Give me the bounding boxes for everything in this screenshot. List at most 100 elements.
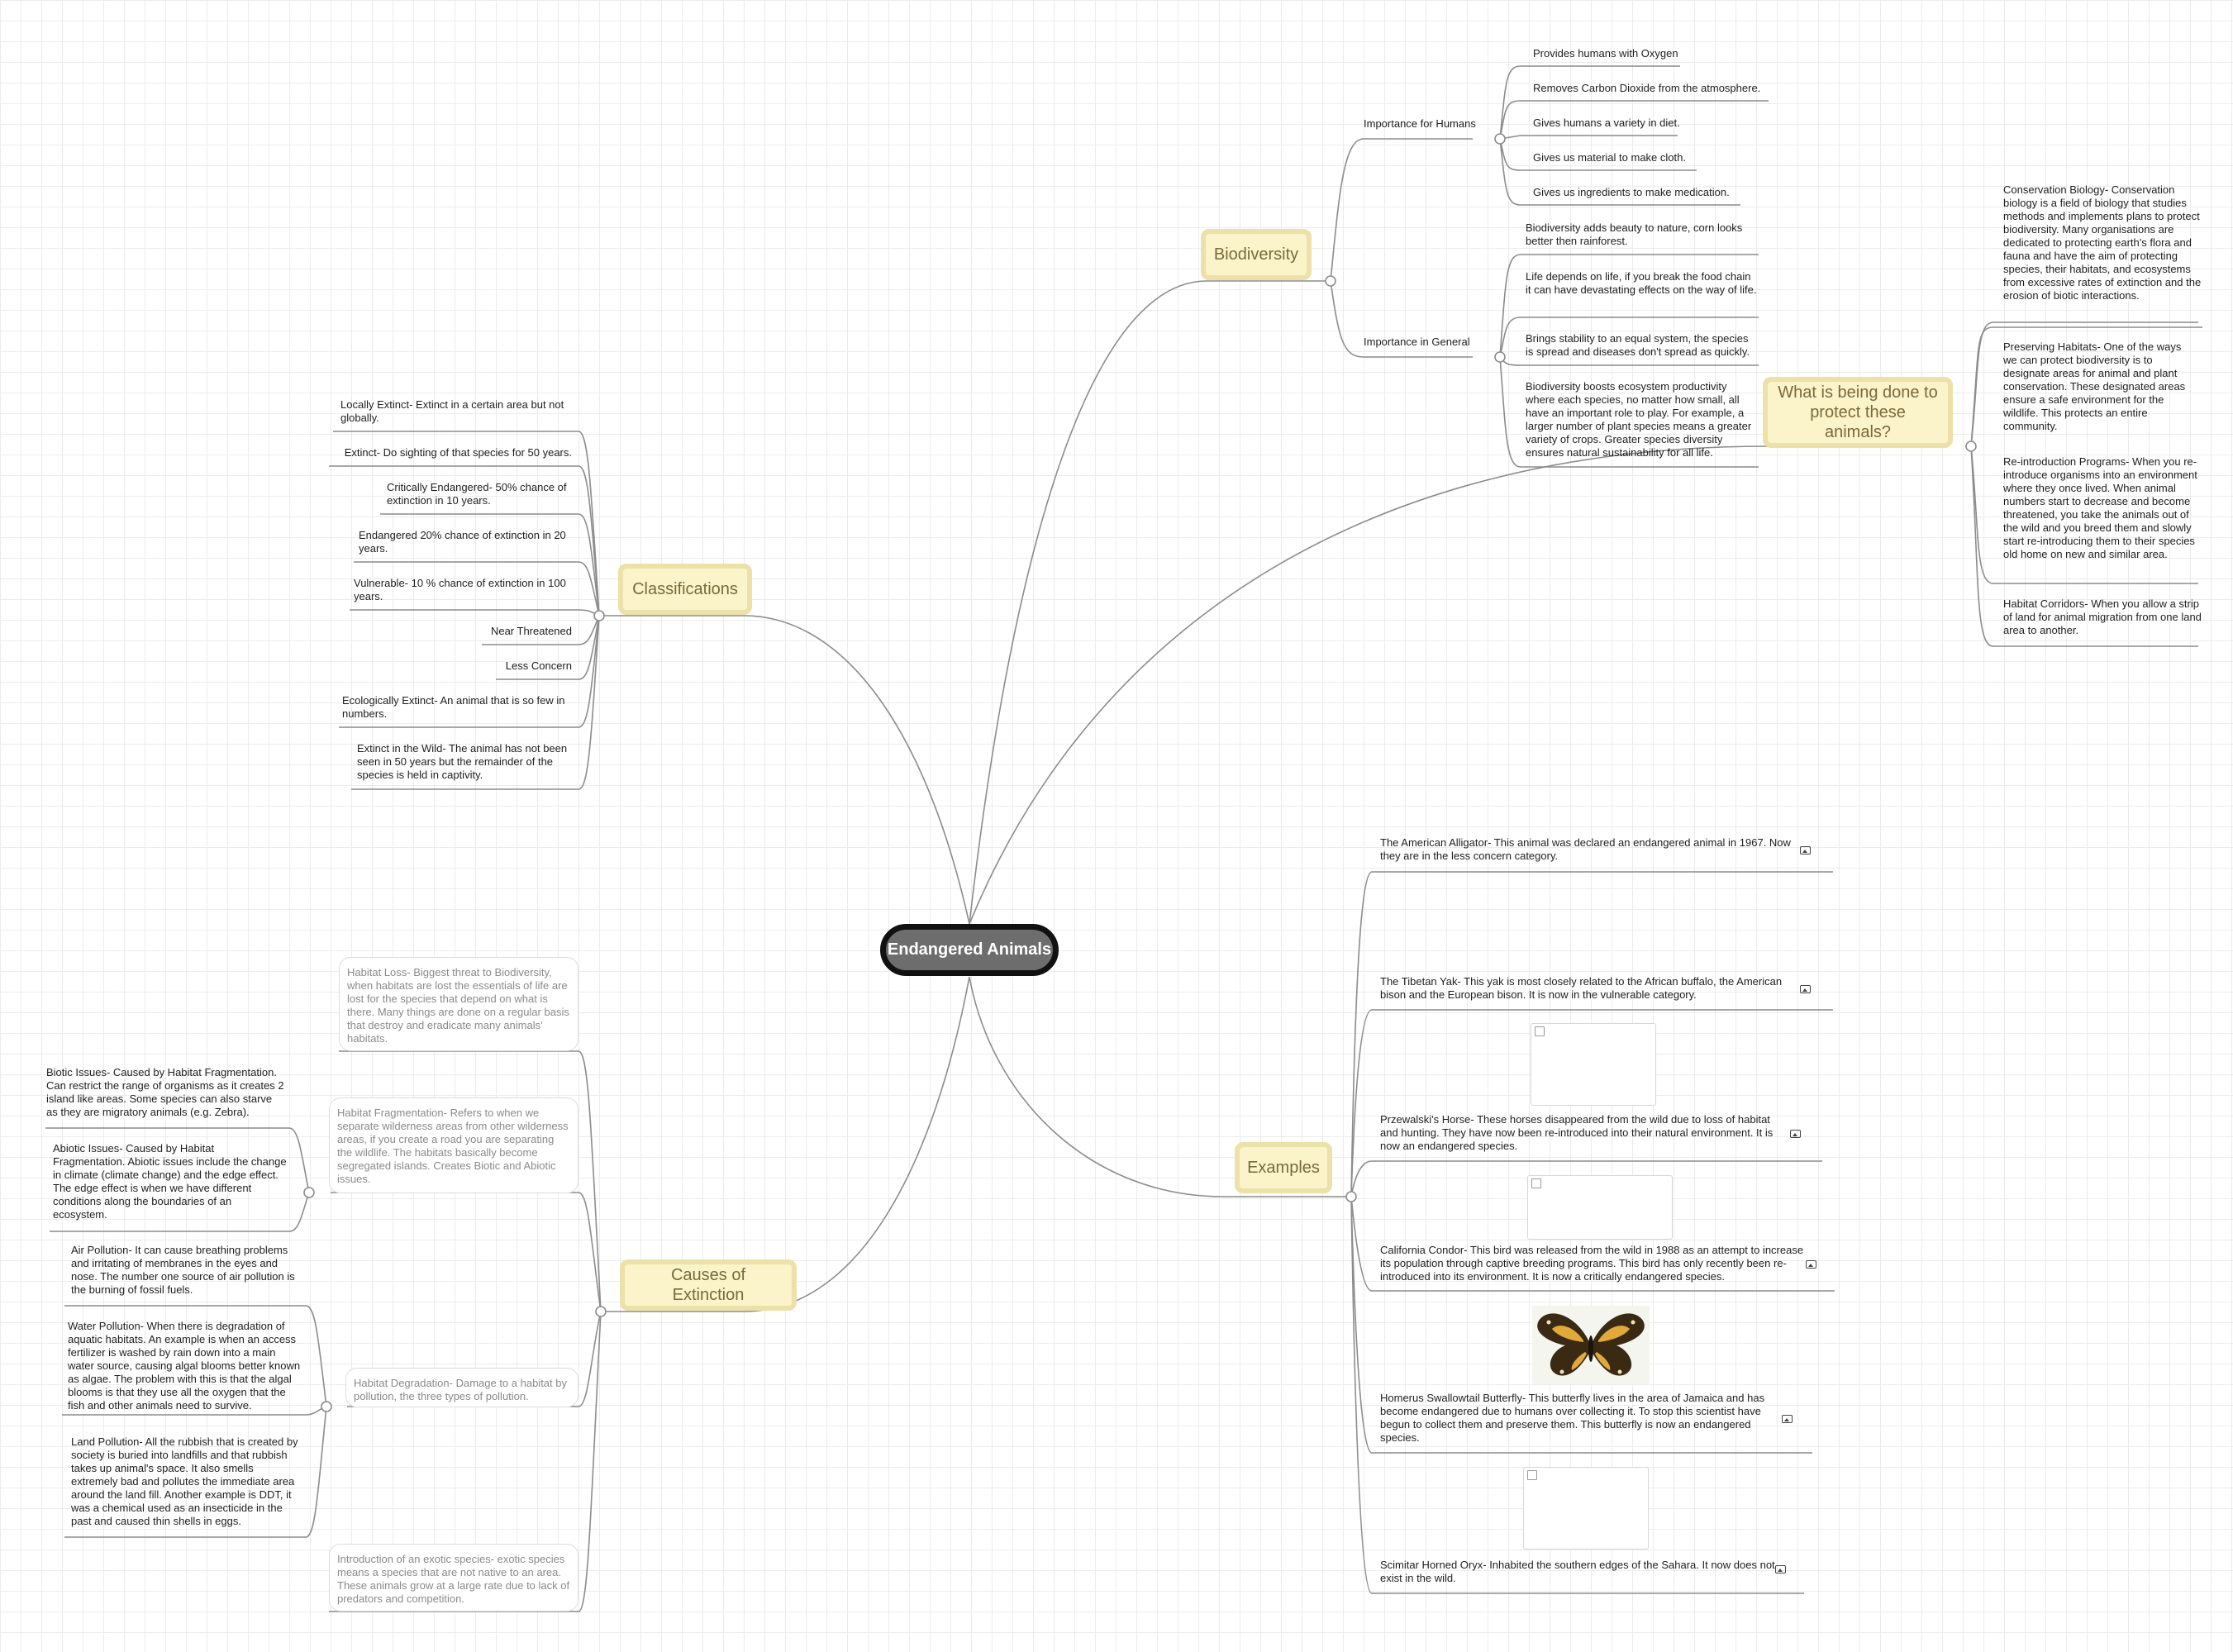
leaf-general-2[interactable]: Life depends on life, if you break the f… xyxy=(1526,270,1757,296)
leaf-class-8[interactable]: Ecologically Extinct- An animal that is … xyxy=(342,694,565,720)
leaf-class-1[interactable]: Locally Extinct- Extinct in a certain ar… xyxy=(340,398,564,424)
image-icon[interactable] xyxy=(1806,1260,1816,1269)
connector xyxy=(496,615,600,680)
example-alligator[interactable]: The American Alligator- This animal was … xyxy=(1380,836,1791,862)
branch-causes[interactable]: Causes of Extinction xyxy=(620,1259,797,1311)
connector xyxy=(329,1311,602,1612)
branch-causes-label: Causes of Extinction xyxy=(670,1266,746,1304)
oryx-image-placeholder xyxy=(1523,1467,1649,1550)
example-tibetan-yak[interactable]: The Tibetan Yak- This yak is most closel… xyxy=(1380,975,1783,1001)
leaf-class-5[interactable]: Vulnerable- 10 % chance of extinction in… xyxy=(354,577,566,602)
connector xyxy=(1350,1196,1835,1292)
butterfly-image xyxy=(1532,1306,1650,1384)
connector xyxy=(1350,1196,1804,1594)
leaf-general-1[interactable]: Biodiversity adds beauty to nature, corn… xyxy=(1526,221,1743,247)
leaf-water-pollution[interactable]: Water Pollution- When there is degradati… xyxy=(68,1320,301,1412)
subtopic-importance-humans[interactable]: Importance for Humans xyxy=(1364,117,1476,130)
leaf-humans-3[interactable]: Gives humans a variety in diet. xyxy=(1533,117,1680,129)
leaf-class-9[interactable]: Extinct in the Wild- The animal has not … xyxy=(357,742,568,781)
leaf-class-7[interactable]: Less Concern xyxy=(505,659,572,672)
leaf-humans-5[interactable]: Gives us ingredients to make medication. xyxy=(1533,186,1730,198)
connector xyxy=(969,445,1769,925)
connector xyxy=(380,513,600,617)
leaf-general-4[interactable]: Biodiversity boosts ecosystem productivi… xyxy=(1526,380,1752,459)
connector xyxy=(351,615,600,790)
branch-classifications[interactable]: Classifications xyxy=(618,564,752,615)
connector xyxy=(354,561,600,617)
image-icon[interactable] xyxy=(1800,985,1811,993)
connector xyxy=(1499,135,1678,140)
image-icon[interactable] xyxy=(1782,1415,1793,1423)
connector xyxy=(64,1305,327,1407)
broken-image-icon xyxy=(1531,1178,1541,1188)
connector xyxy=(1499,138,1740,206)
connector xyxy=(969,976,1351,1197)
broken-image-icon xyxy=(1535,1026,1545,1036)
leaf-general-3[interactable]: Brings stability to an equal system, the… xyxy=(1526,332,1750,358)
connector xyxy=(1499,317,1759,358)
cause-habitat-loss-text: Habitat Loss- Biggest threat to Biodiver… xyxy=(347,966,569,1045)
leaf-humans-1[interactable]: Provides humans with Oxygen xyxy=(1533,47,1678,60)
example-california-condor[interactable]: California Condor- This bird was release… xyxy=(1380,1244,1804,1283)
connector xyxy=(350,609,600,617)
leaf-air-pollution[interactable]: Air Pollution- It can cause breathing pr… xyxy=(71,1244,295,1296)
connector xyxy=(1970,445,2198,647)
cause-habitat-fragmentation[interactable]: Habitat Fragmentation- Refers to when we… xyxy=(329,1097,578,1193)
image-icon[interactable] xyxy=(1800,846,1811,855)
branch-protect-label: What is being done to protect these anim… xyxy=(1778,383,1938,441)
leaf-humans-2[interactable]: Removes Carbon Dioxide from the atmosphe… xyxy=(1533,82,1761,94)
connector xyxy=(1350,1196,1812,1454)
central-topic-label: Endangered Animals xyxy=(887,940,1052,959)
leaf-biotic-issues[interactable]: Biotic Issues- Caused by Habitat Fragmen… xyxy=(46,1066,284,1118)
connector xyxy=(339,1050,602,1312)
branch-examples[interactable]: Examples xyxy=(1235,1142,1332,1193)
connector xyxy=(1499,138,1697,171)
connector xyxy=(1350,1009,1833,1197)
branch-protect[interactable]: What is being done to protect these anim… xyxy=(1763,377,1953,448)
cause-exotic-species[interactable]: Introduction of an exotic species- exoti… xyxy=(329,1544,578,1612)
connector xyxy=(1330,280,1473,358)
leaf-class-2[interactable]: Extinct- Do sighting of that species for… xyxy=(344,446,572,459)
broken-image-icon xyxy=(1527,1470,1537,1480)
leaf-humans-4[interactable]: Gives us material to make cloth. xyxy=(1533,151,1686,164)
image-icon[interactable] xyxy=(1775,1565,1786,1573)
leaf-land-pollution[interactable]: Land Pollution- All the rubbish that is … xyxy=(71,1435,298,1527)
branch-examples-label: Examples xyxy=(1247,1159,1320,1177)
cause-habitat-degradation-text: Habitat Degradation- Damage to a habitat… xyxy=(354,1377,567,1402)
leaf-protect-4[interactable]: Habitat Corridors- When you allow a stri… xyxy=(2003,597,2202,636)
cause-exotic-species-text: Introduction of an exotic species- exoti… xyxy=(337,1553,570,1605)
branch-biodiversity[interactable]: Biodiversity xyxy=(1201,229,1312,280)
subtopic-importance-general[interactable]: Importance in General xyxy=(1364,336,1470,348)
connector xyxy=(1970,445,2198,584)
connector xyxy=(64,1406,327,1538)
connector xyxy=(331,1192,602,1312)
connector xyxy=(482,615,600,645)
cause-habitat-loss[interactable]: Habitat Loss- Biggest threat to Biodiver… xyxy=(339,957,578,1051)
leaf-class-6[interactable]: Near Threatened xyxy=(490,625,572,637)
leaf-class-3[interactable]: Critically Endangered- 50% chance of ext… xyxy=(387,481,567,507)
example-scimitar-oryx[interactable]: Scimitar Horned Oryx- Inhabited the sout… xyxy=(1380,1559,1775,1584)
leaf-protect-2[interactable]: Preserving Habitats- One of the ways we … xyxy=(2003,340,2186,432)
central-topic[interactable]: Endangered Animals xyxy=(880,924,1059,976)
leaf-class-4[interactable]: Endangered 20% chance of extinction in 2… xyxy=(359,529,566,555)
example-homerus-butterfly[interactable]: Homerus Swallowtail Butterfly- This butt… xyxy=(1380,1392,1765,1444)
connector xyxy=(599,615,970,925)
branch-classifications-label: Classifications xyxy=(632,580,738,598)
cause-habitat-degradation[interactable]: Habitat Degradation- Damage to a habitat… xyxy=(345,1368,578,1407)
connector xyxy=(1499,356,1759,468)
connector xyxy=(1970,326,2202,447)
cause-habitat-fragmentation-text: Habitat Fragmentation- Refers to when we… xyxy=(337,1107,569,1185)
connector xyxy=(333,431,600,617)
example-przewalskis-horse[interactable]: Przewalski's Horse- These horses disappe… xyxy=(1380,1113,1774,1152)
connector xyxy=(329,465,600,617)
leaf-abiotic-issues[interactable]: Abiotic Issues- Caused by Habitat Fragme… xyxy=(53,1142,287,1221)
branch-biodiversity-label: Biodiversity xyxy=(1213,245,1299,264)
connector xyxy=(1499,65,1680,140)
image-icon[interactable] xyxy=(1790,1130,1801,1138)
leaf-protect-1[interactable]: Conservation Biology- Conservation biolo… xyxy=(2003,183,2202,302)
leaf-protect-3[interactable]: Re-introduction Programs- When you re-in… xyxy=(2003,455,2197,560)
connector xyxy=(347,1311,602,1407)
connector xyxy=(969,280,1331,925)
